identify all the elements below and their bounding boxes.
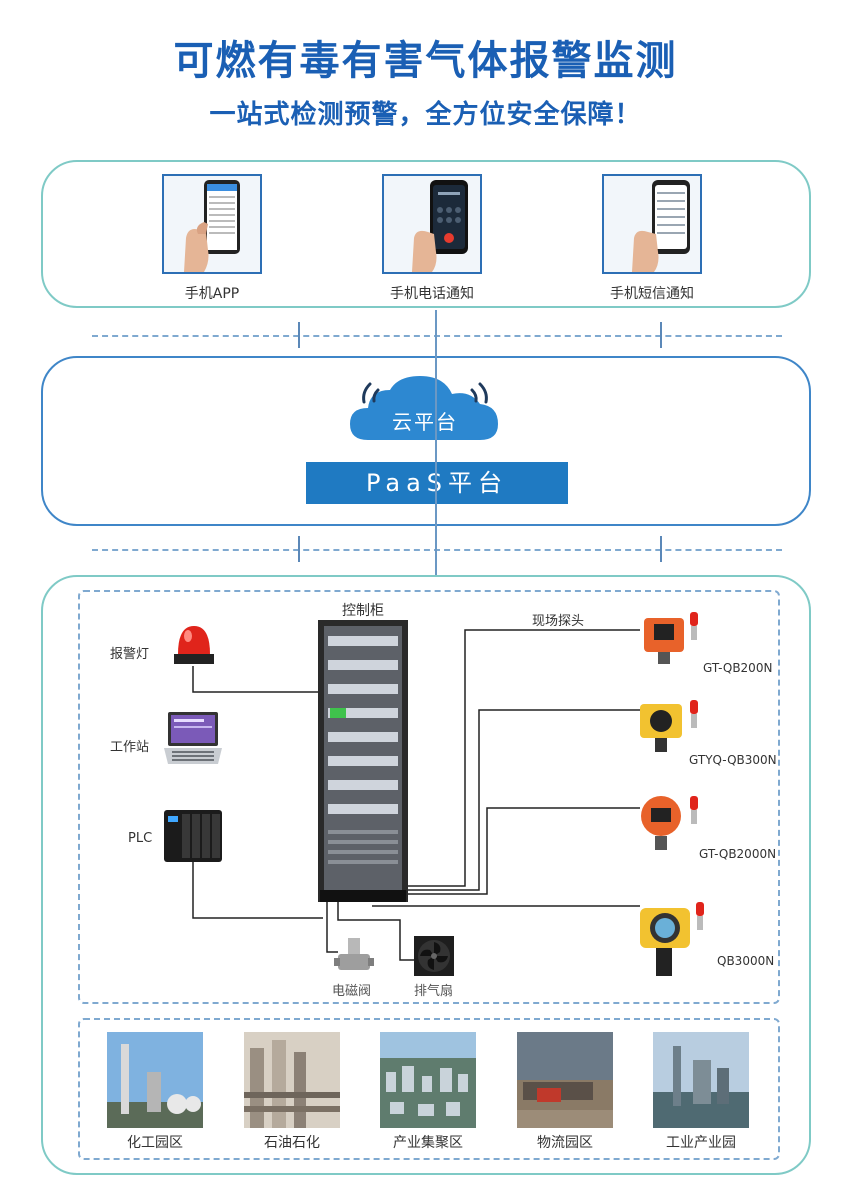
app-logistics-park-image — [517, 1032, 613, 1128]
page-subtitle: 一站式检测预警，全方位安全保障！ — [209, 100, 642, 130]
paas-label: PaaS平台 — [306, 462, 568, 504]
separator-1 — [92, 335, 782, 337]
workstation-label: 工作站 — [110, 740, 150, 755]
cabinet-label: 控制柜 — [342, 603, 384, 619]
workstation-icon — [164, 712, 222, 764]
alarm-light-icon — [174, 626, 214, 664]
phone-sms-label: 手机短信通知 — [610, 286, 694, 302]
phone-app-icon — [164, 176, 260, 272]
plc-icon — [164, 810, 222, 862]
separator-2-tick-right — [660, 536, 662, 562]
field-system-box — [78, 590, 780, 1004]
detector-4-icon — [640, 902, 704, 976]
separator-2 — [92, 549, 782, 551]
cloud-label: 云平台 — [392, 410, 458, 434]
app-logistics-park-label: 物流园区 — [537, 1135, 593, 1151]
app-chemical-park-image — [107, 1032, 203, 1128]
phone-call-label: 手机电话通知 — [390, 286, 474, 302]
platform-panel — [41, 356, 811, 526]
detector-4-model: QB3000N — [717, 954, 775, 968]
phone-app-label: 手机APP — [184, 286, 240, 302]
separator-1-tick-right — [660, 322, 662, 348]
app-chemical-park-label: 化工园区 — [127, 1135, 183, 1151]
separator-2-tick-left — [298, 536, 300, 562]
app-industrial-cluster-image — [380, 1032, 476, 1128]
phone-call-image — [382, 174, 482, 274]
valve-label: 电磁阀 — [332, 984, 372, 999]
app-industrial-park-image — [653, 1032, 749, 1128]
alarm-light-label: 报警灯 — [110, 647, 150, 662]
detector-3-icon — [641, 796, 698, 850]
applications-box — [78, 1018, 780, 1160]
detector-1-model: GT-QB200N — [703, 661, 773, 675]
phone-call-icon — [384, 176, 480, 272]
detector-2-icon — [640, 700, 698, 752]
app-petrochemical-image — [244, 1032, 340, 1128]
solenoid-valve-icon — [334, 938, 374, 970]
detector-2-model: GTYQ-QB300N — [689, 753, 777, 767]
fan-label: 排气扇 — [414, 984, 454, 999]
phone-sms-image — [602, 174, 702, 274]
page-title: 可燃有毒有害气体报警监测 — [173, 38, 678, 84]
detector-3-model: GT-QB2000N — [699, 847, 777, 861]
app-industrial-park-label: 工业产业园 — [666, 1135, 736, 1151]
probe-label: 现场探头 — [532, 614, 585, 629]
detector-1-icon — [644, 612, 698, 664]
separator-1-tick-left — [298, 322, 300, 348]
app-industrial-cluster-label: 产业集聚区 — [393, 1135, 463, 1151]
control-cabinet-icon — [318, 620, 408, 902]
app-petrochemical-label: 石油石化 — [264, 1135, 320, 1151]
phone-sms-icon — [604, 176, 700, 272]
phone-app-image — [162, 174, 262, 274]
plc-label: PLC — [128, 831, 153, 846]
main-vertical-connector — [435, 310, 437, 576]
notification-panel — [41, 160, 811, 308]
system-panel — [41, 575, 811, 1175]
exhaust-fan-icon — [414, 936, 454, 976]
cloud-icon — [350, 376, 498, 440]
